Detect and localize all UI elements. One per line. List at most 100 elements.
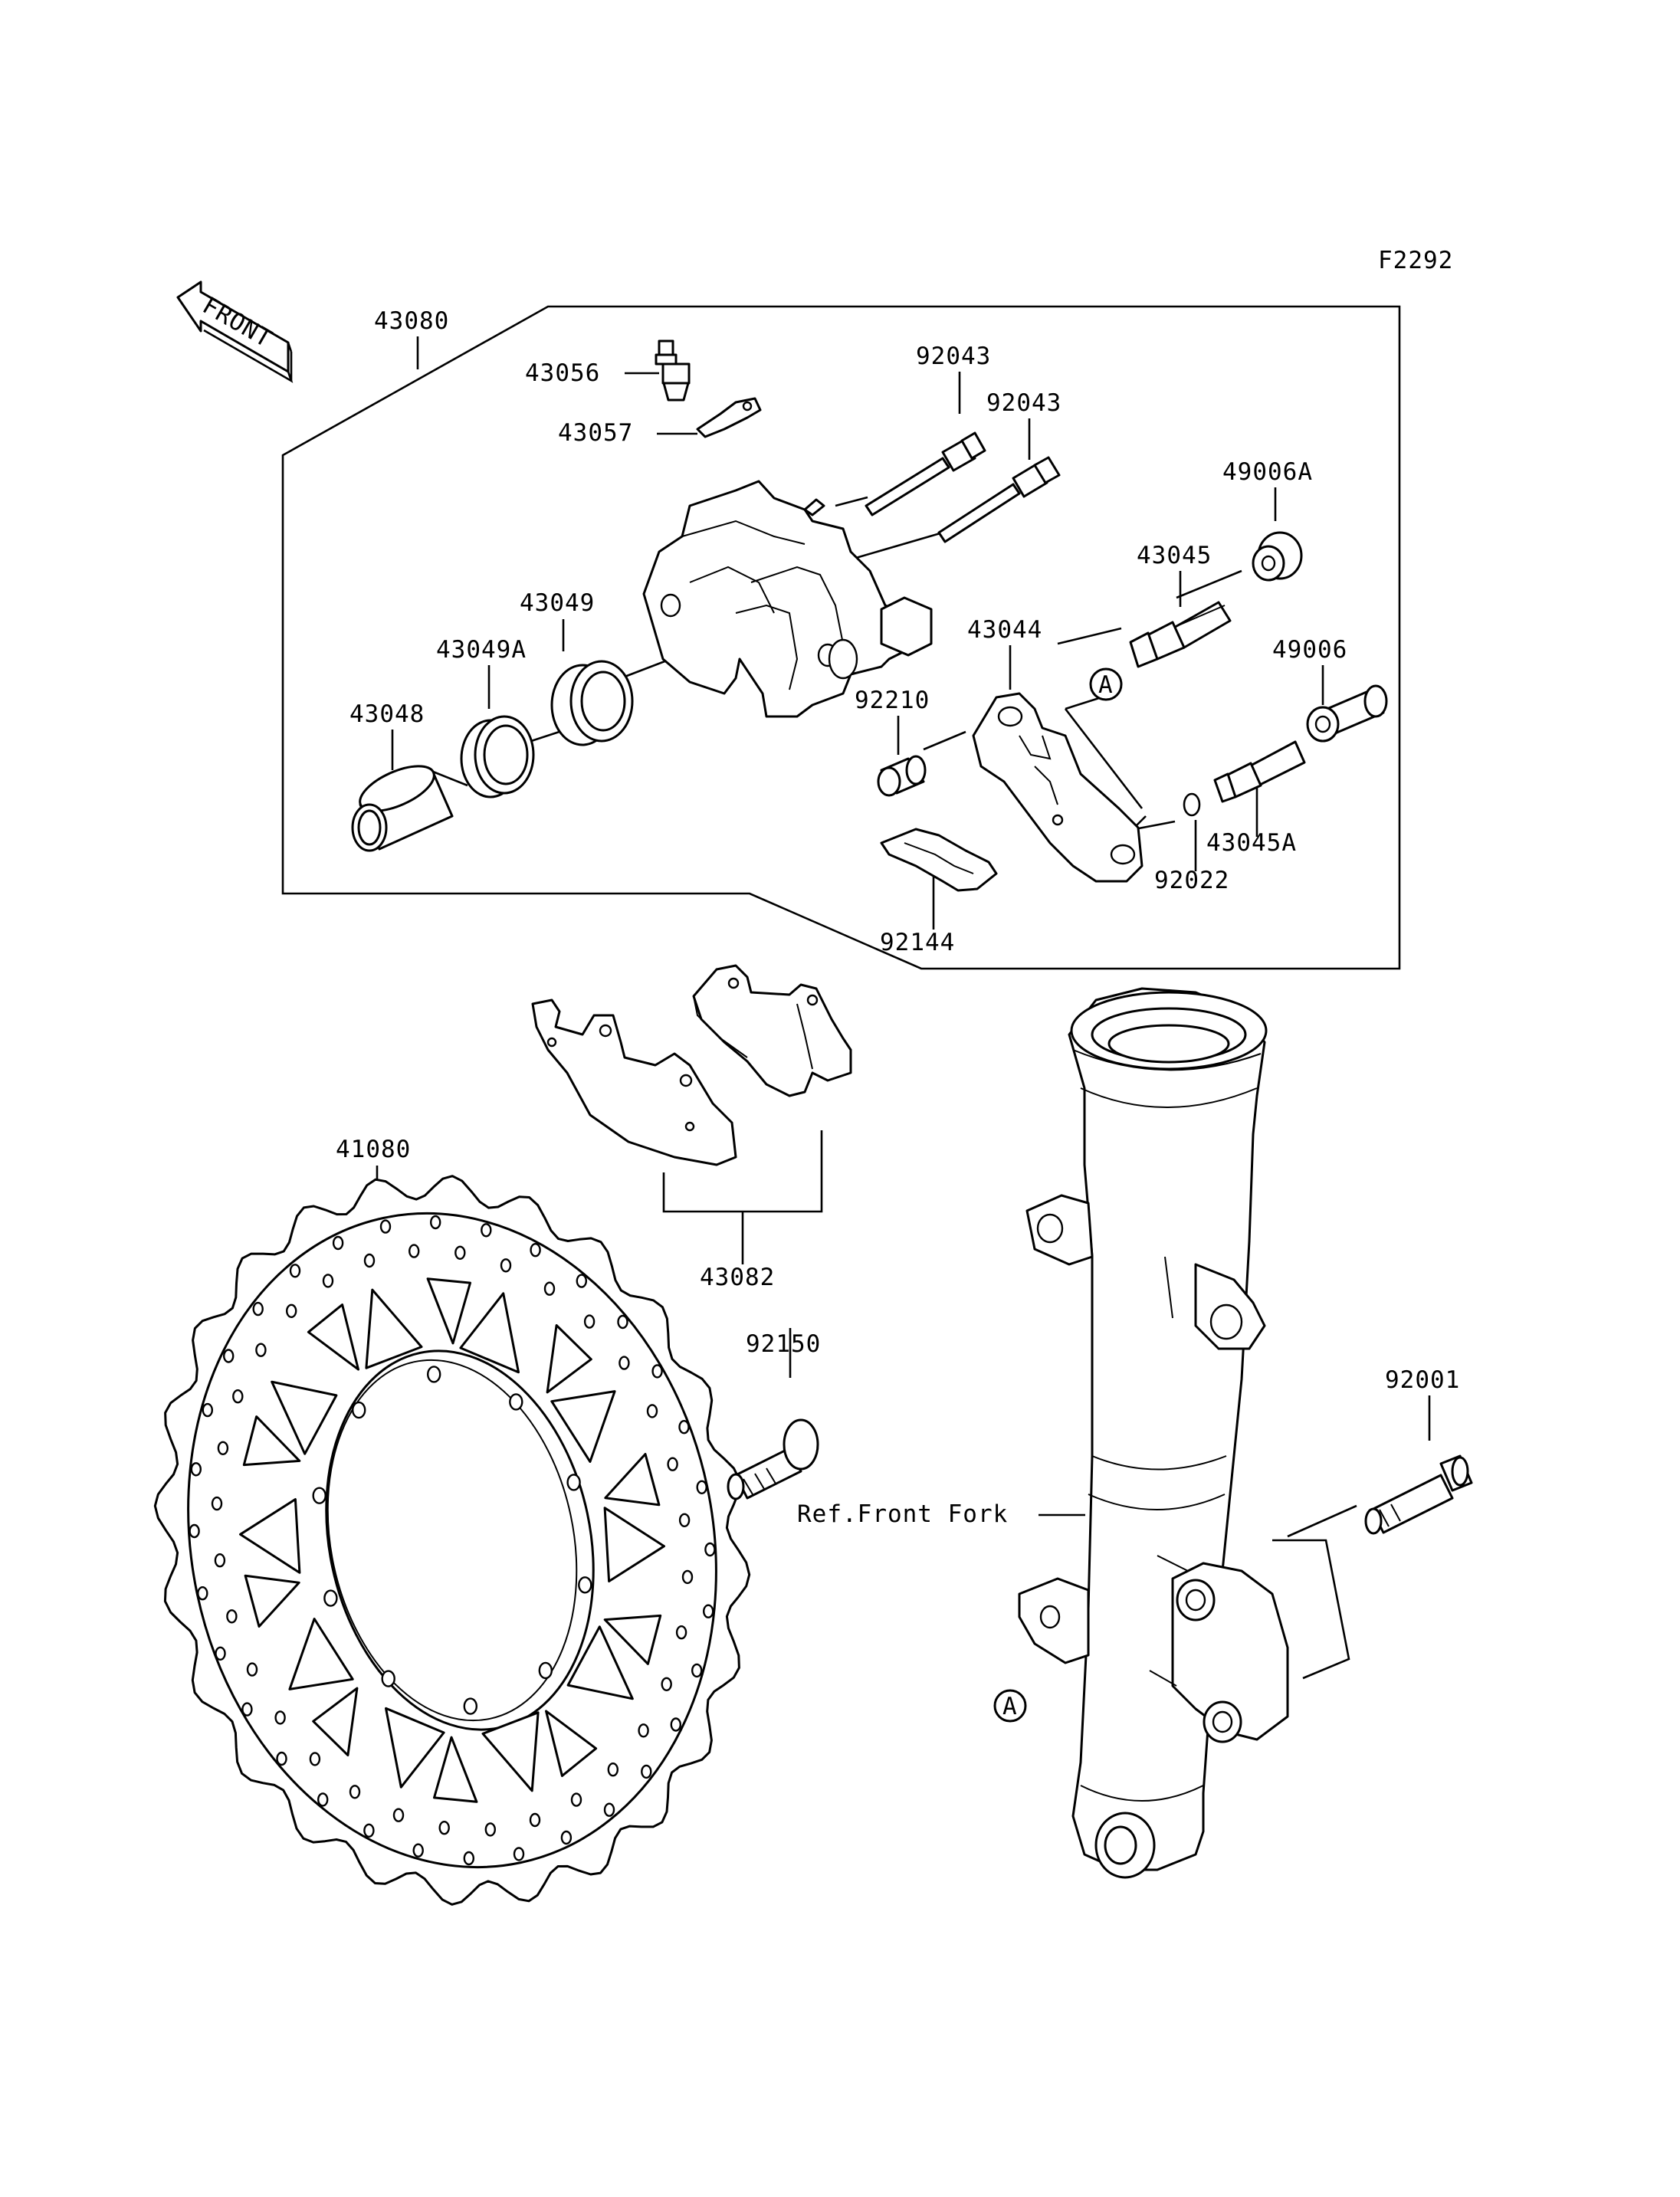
disc-cooling-hole (363, 1253, 376, 1268)
disc-mount-hole (312, 1487, 326, 1504)
disc-cooling-hole (543, 1281, 556, 1296)
disc-window (545, 1710, 598, 1777)
part-label-43049A: 43049A (436, 636, 527, 664)
disc-cooling-hole (560, 1830, 573, 1845)
disc-window (271, 1380, 338, 1455)
disc-cooling-hole (246, 1662, 258, 1677)
part-label-92043-b: 92043 (986, 389, 1061, 417)
disc-cooling-hole (675, 1625, 687, 1640)
caliper-bracket-43044 (972, 692, 1144, 883)
disc-window (566, 1625, 634, 1700)
mount-bolt-92001 (1364, 1454, 1473, 1535)
disc-cooling-hole (454, 1245, 466, 1261)
boot-49006A (1252, 531, 1303, 582)
disc-cooling-hole (392, 1808, 405, 1822)
disc-window (288, 1618, 354, 1690)
part-label-92144: 92144 (880, 929, 955, 956)
disc-cooling-hole (619, 1356, 630, 1370)
disc-mount-hole (538, 1661, 553, 1680)
disc-mount-hole (352, 1401, 366, 1419)
disc-bolt-92150 (727, 1418, 819, 1500)
disc-window (603, 1614, 662, 1665)
disc-mount-hole (381, 1670, 395, 1687)
disc-cooling-hole (691, 1663, 703, 1678)
brake-pads-43082 (531, 964, 852, 1166)
diagram-code: F2292 (1378, 247, 1453, 274)
disc-cooling-hole (409, 1244, 420, 1258)
disc-cooling-hole (484, 1822, 496, 1837)
part-label-49006: 49006 (1272, 636, 1347, 664)
disc-cooling-hole (349, 1785, 361, 1799)
disc-cooling-hole (570, 1792, 582, 1807)
bleed-valve (655, 339, 691, 402)
disc-window (546, 1324, 592, 1394)
disc-mount-hole (323, 1589, 338, 1607)
disc-cooling-hole (379, 1219, 392, 1234)
disc-cooling-hole (641, 1764, 652, 1779)
slide-pin-43045 (1129, 601, 1232, 668)
disc-mount-hole (509, 1393, 523, 1411)
part-label-92150: 92150 (746, 1330, 821, 1358)
disc-cooling-hole (667, 1457, 678, 1471)
disc-cooling-hole (617, 1314, 628, 1330)
disc-window (426, 1277, 471, 1345)
disc-cooling-hole (197, 1585, 208, 1601)
disc-cooling-hole (661, 1677, 672, 1692)
disc-cooling-hole (332, 1235, 344, 1251)
disc-cooling-hole (529, 1812, 541, 1828)
part-label-43080: 43080 (374, 307, 449, 335)
disc-cooling-hole (704, 1542, 716, 1557)
disc-cooling-hole (363, 1823, 375, 1838)
disc-window (604, 1453, 661, 1507)
part-label-43057: 43057 (558, 419, 633, 447)
disc-cooling-hole (202, 1402, 213, 1418)
disc-window (433, 1736, 478, 1803)
disc-cooling-hole (232, 1389, 244, 1404)
disc-cooling-hole (430, 1215, 441, 1230)
reference-label-front-fork: Ref.Front Fork (797, 1500, 1008, 1528)
part-label-49006A: 49006A (1222, 458, 1313, 486)
disc-cooling-hole (189, 1523, 200, 1539)
disc-cooling-hole (438, 1820, 450, 1835)
disc-cooling-hole (309, 1752, 321, 1766)
disc-window (242, 1415, 301, 1467)
disc-window (307, 1303, 359, 1371)
disc-cooling-hole (481, 1223, 492, 1238)
disc-mount-hole (566, 1474, 581, 1491)
disc-cooling-hole (513, 1847, 525, 1861)
caliper-body (642, 480, 933, 718)
disc-mount-hole (427, 1366, 441, 1383)
disc-window (459, 1292, 520, 1374)
part-label-43045A: 43045A (1206, 829, 1297, 857)
circlip-92022 (1183, 792, 1201, 817)
disc-cooling-hole (696, 1480, 707, 1495)
disc-cooling-hole (241, 1702, 253, 1717)
disc-cooling-hole (607, 1762, 619, 1777)
part-label-43045: 43045 (1137, 542, 1212, 569)
caliper-assembly-outline (281, 305, 1401, 970)
bleed-cap (696, 397, 762, 438)
part-label-43044: 43044 (967, 616, 1042, 644)
disc-cooling-hole (214, 1553, 226, 1568)
disc-cooling-hole (317, 1792, 329, 1807)
callout-a-bottom: A (993, 1689, 1027, 1723)
disc-cooling-hole (670, 1717, 681, 1732)
disc-cooling-hole (576, 1274, 587, 1288)
callout-a-top: A (1089, 667, 1123, 701)
disc-mount-hole (578, 1576, 592, 1594)
disc-cooling-hole (217, 1441, 229, 1456)
pin-92043-a (865, 431, 986, 516)
disc-cooling-hole (703, 1604, 714, 1618)
disc-cooling-hole (681, 1569, 694, 1585)
part-label-43049: 43049 (520, 589, 595, 617)
disc-cooling-hole (252, 1301, 264, 1317)
disc-cooling-hole (211, 1496, 223, 1511)
disc-cooling-hole (289, 1264, 301, 1278)
disc-window (481, 1711, 540, 1792)
seal-43049 (550, 660, 634, 746)
disc-cooling-hole (223, 1349, 235, 1363)
part-label-43056: 43056 (525, 359, 600, 387)
part-label-92001: 92001 (1385, 1366, 1460, 1394)
disc-cooling-hole (530, 1242, 541, 1258)
